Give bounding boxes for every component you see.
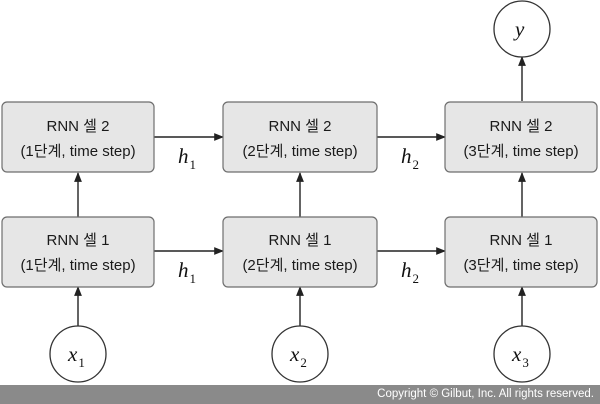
label-symbol: y (513, 17, 525, 41)
input-node-x2: x2 (271, 325, 329, 383)
hidden-state-label-bottom-1: h1 (178, 258, 196, 286)
label-subscript: 1 (190, 157, 197, 172)
cell-subtitle: (2단계, time step) (242, 257, 357, 274)
rnn-cell-layer2-step2: RNN 셀 2 (2단계, time step) (222, 101, 378, 173)
cell-title: RNN 셀 1 (47, 232, 110, 249)
cell-subtitle: (3단계, time step) (463, 143, 578, 160)
label-symbol: h (178, 258, 189, 282)
label-symbol: h (401, 144, 412, 168)
rnn-cell-layer1-step2: RNN 셀 1 (2단계, time step) (222, 216, 378, 288)
hidden-state-label-top-2: h2 (401, 144, 419, 172)
hidden-state-label-top-1: h1 (178, 144, 196, 172)
input-node-x3: x3 (493, 325, 551, 383)
cell-subtitle: (2단계, time step) (242, 143, 357, 160)
label-subscript: 2 (300, 355, 307, 370)
label-symbol: h (178, 144, 189, 168)
label-symbol: h (401, 258, 412, 282)
cell-subtitle: (1단계, time step) (20, 257, 135, 274)
rnn-cell-layer1-step3: RNN 셀 1 (3단계, time step) (444, 216, 598, 288)
cell-title: RNN 셀 2 (269, 118, 332, 135)
rnn-cell-layer1-step1: RNN 셀 1 (1단계, time step) (1, 216, 155, 288)
label-symbol: x (67, 342, 78, 366)
label-subscript: 1 (190, 271, 197, 286)
cell-subtitle: (3단계, time step) (463, 257, 578, 274)
label-subscript: 1 (78, 355, 85, 370)
input-node-x1: x1 (49, 325, 107, 383)
output-node-y: y (493, 0, 551, 58)
svg-text:x3: x3 (511, 342, 529, 370)
svg-text:x2: x2 (289, 342, 307, 370)
rnn-cell-layer2-step3: RNN 셀 2 (3단계, time step) (444, 101, 598, 173)
cell-title: RNN 셀 2 (47, 118, 110, 135)
cell-subtitle: (1단계, time step) (20, 143, 135, 160)
label-symbol: x (511, 342, 522, 366)
label-subscript: 2 (413, 271, 420, 286)
rnn-cell-layer2-step1: RNN 셀 2 (1단계, time step) (1, 101, 155, 173)
cell-title: RNN 셀 2 (490, 118, 553, 135)
hidden-state-label-bottom-2: h2 (401, 258, 419, 286)
label-subscript: 3 (522, 355, 529, 370)
copyright-footer: Copyright © Gilbut, Inc. All rights rese… (0, 385, 600, 404)
label-symbol: x (289, 342, 300, 366)
copyright-text: Copyright © Gilbut, Inc. All rights rese… (377, 388, 594, 400)
cell-title: RNN 셀 1 (269, 232, 332, 249)
cell-title: RNN 셀 1 (490, 232, 553, 249)
label-subscript: 2 (413, 157, 420, 172)
svg-text:x1: x1 (67, 342, 85, 370)
